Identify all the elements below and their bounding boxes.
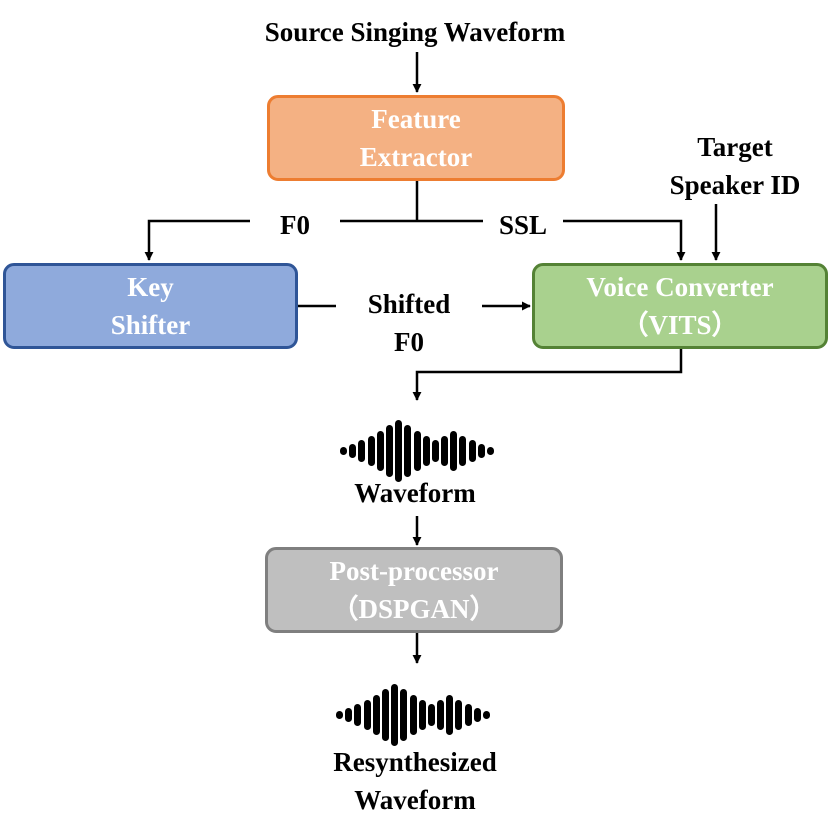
voice-converter-box: Voice Converter （VITS） xyxy=(532,263,828,349)
feature-extractor-label-line-2: Extractor xyxy=(359,142,473,172)
waveform-bar xyxy=(422,436,430,466)
source-singing-waveform-label: Source Singing Waveform xyxy=(264,17,566,47)
shifted-f0-line-2: F0 xyxy=(394,327,424,357)
resynthesized-waveform-label: Resynthesized Waveform xyxy=(0,743,830,819)
waveform-bar xyxy=(400,689,408,741)
key-shifter-box: Key Shifter xyxy=(3,263,298,349)
key-shifter-label-line-2: Shifter xyxy=(110,310,191,340)
waveform-bar xyxy=(418,700,426,730)
feature-extractor-label-line-1: Feature xyxy=(371,104,461,134)
voice-converter-label-line-1: Voice Converter xyxy=(586,272,774,302)
waveform-bar xyxy=(464,704,472,726)
feature-extractor-box: Feature Extractor xyxy=(267,95,565,181)
waveform-bar xyxy=(358,440,366,462)
waveform-bar xyxy=(372,695,380,735)
waveform-bar xyxy=(459,436,467,466)
target-speaker-id-label: Target Speaker ID xyxy=(620,128,830,204)
post-processor-label-line-2: （DSPGAN） xyxy=(331,594,497,624)
waveform-bar xyxy=(354,704,362,726)
resynthesized-waveform-line-1: Resynthesized xyxy=(333,747,497,777)
waveform-bar xyxy=(441,436,449,466)
key-shifter-label-line-1: Key xyxy=(127,272,174,302)
waveform-bar xyxy=(483,711,490,719)
waveform-bar xyxy=(367,436,375,466)
waveform-bar xyxy=(385,425,393,477)
waveform-bar xyxy=(487,447,494,455)
f0-edge-label: F0 xyxy=(250,206,340,244)
arrow-voice-converter-to-waveform xyxy=(412,349,683,401)
waveform-bar xyxy=(345,708,353,722)
waveform-bar xyxy=(404,425,412,477)
waveform-bar xyxy=(391,684,399,746)
waveform-bar xyxy=(446,695,454,735)
waveform-bar xyxy=(409,695,417,735)
waveform-bar xyxy=(413,431,421,471)
waveform-bar xyxy=(473,708,481,722)
waveform-bar xyxy=(340,447,347,455)
post-processor-box: Post-processor （DSPGAN） xyxy=(265,547,563,633)
audio-waveform-icon xyxy=(336,680,490,750)
ssl-edge-label: SSL xyxy=(483,206,563,244)
waveform-bar xyxy=(336,711,343,719)
waveform-bar xyxy=(450,431,458,471)
shifted-f0-line-1: Shifted xyxy=(367,289,451,319)
post-processor-label-line-1: Post-processor xyxy=(329,556,499,586)
waveform-label: Waveform xyxy=(354,478,476,508)
voice-converter-label-line-2: （VITS） xyxy=(621,310,739,340)
shifted-f0-label: Shifted F0 xyxy=(336,285,482,361)
waveform-bar xyxy=(431,440,439,462)
waveform-bar xyxy=(363,700,371,730)
resynthesized-waveform-line-2: Waveform xyxy=(354,785,476,815)
waveform-bar xyxy=(376,431,384,471)
audio-waveform-icon xyxy=(340,416,494,486)
waveform-bar xyxy=(381,689,389,741)
waveform-bar xyxy=(437,700,445,730)
waveform-bar xyxy=(455,700,463,730)
waveform-bar xyxy=(468,440,476,462)
waveform-bar xyxy=(477,444,485,458)
target-speaker-id-line-2: Speaker ID xyxy=(669,170,801,200)
target-speaker-id-line-1: Target xyxy=(697,132,773,162)
waveform-bar xyxy=(349,444,357,458)
waveform-bar xyxy=(395,420,403,482)
waveform-bar xyxy=(427,704,435,726)
